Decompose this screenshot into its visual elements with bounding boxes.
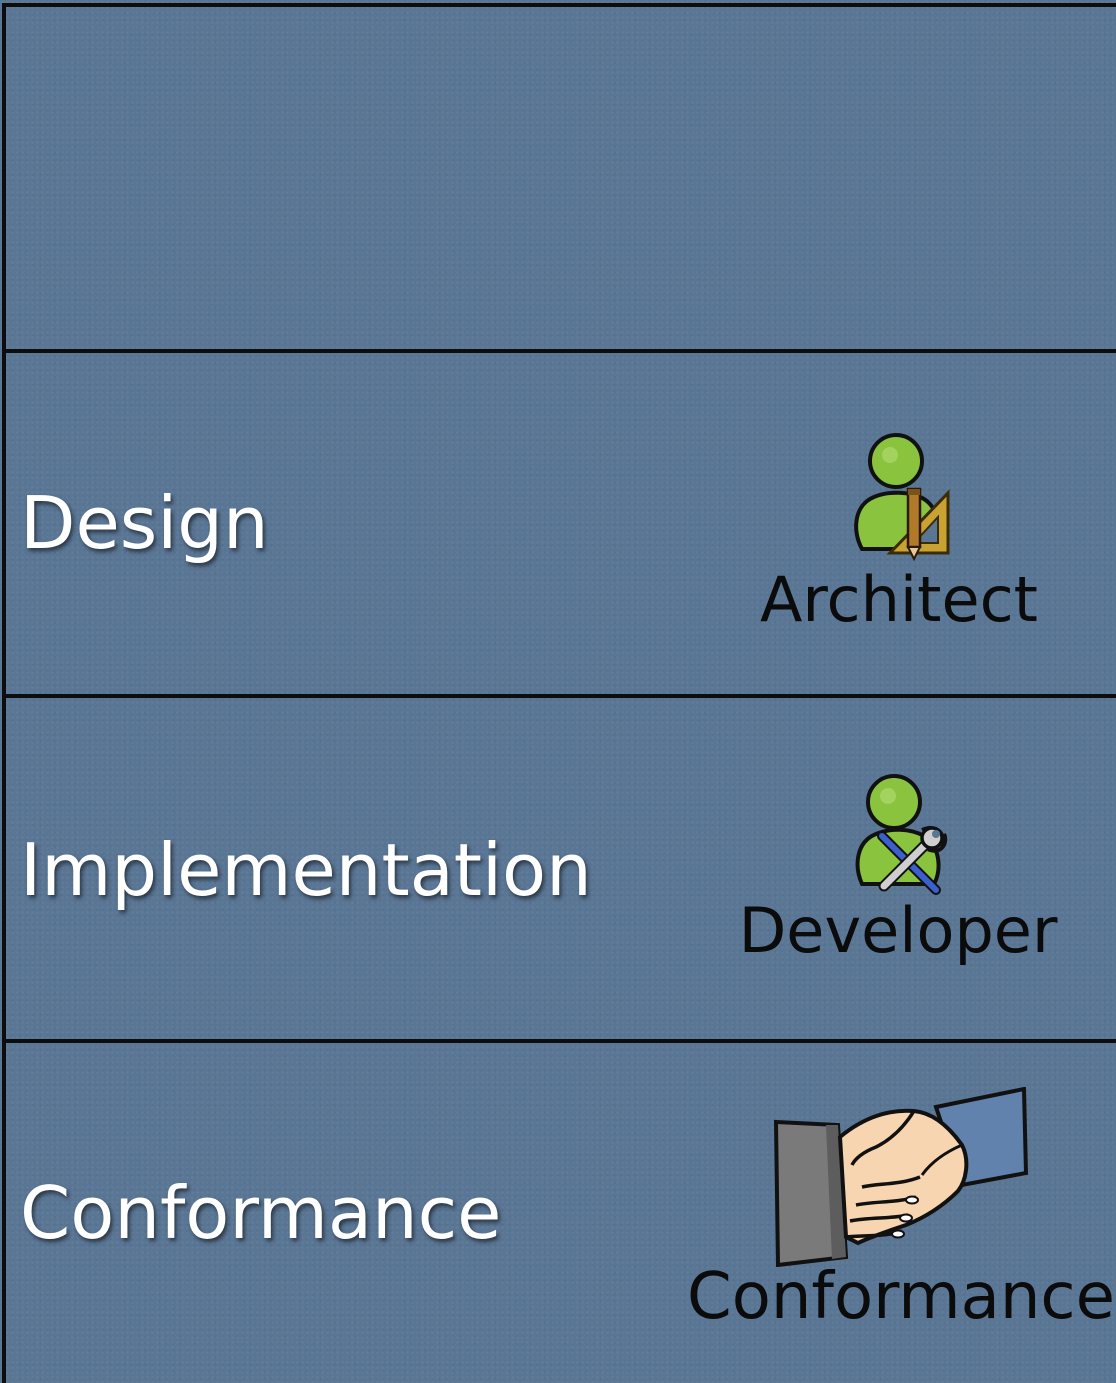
architect-icon bbox=[854, 433, 950, 561]
row-empty bbox=[2, 3, 1116, 351]
phase-label-conformance: Conformance bbox=[20, 1171, 502, 1255]
role-developer: Developer bbox=[728, 772, 1068, 962]
role-label-developer: Developer bbox=[738, 894, 1058, 967]
phase-label-implementation: Implementation bbox=[20, 828, 592, 912]
row-design: Design Architect bbox=[2, 349, 1116, 697]
role-conformance: Conformance bbox=[686, 1087, 1116, 1329]
row-implementation: Implementation Developer bbox=[2, 694, 1116, 1042]
role-label-architect: Architect bbox=[759, 563, 1038, 636]
row-conformance: Conformance Conformance bbox=[2, 1039, 1116, 1383]
role-label-conformance: Conformance bbox=[687, 1260, 1115, 1334]
phase-label-design: Design bbox=[20, 481, 269, 565]
developer-icon bbox=[855, 774, 948, 895]
role-architect: Architect bbox=[744, 431, 1054, 631]
handshake-icon bbox=[773, 1087, 1029, 1267]
